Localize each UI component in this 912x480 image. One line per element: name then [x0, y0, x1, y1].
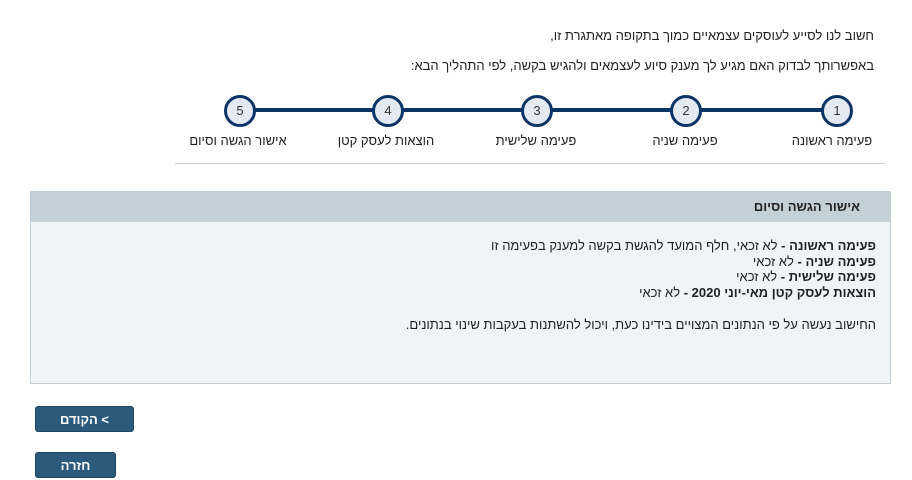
progress-stepper: 1 2 3 4 5 פעימה ראשונה פעימה שניה פעימה …	[0, 0, 912, 170]
result-value: לא זכאי, חלף המועד להגשת בקשה למענק בפעי…	[491, 238, 782, 253]
step-2-circle: 2	[670, 95, 702, 127]
result-label: הוצאות לעסק קטן מאי-יוני 2020 -	[683, 284, 876, 300]
result-value: לא זכאי	[639, 284, 684, 300]
step-2-label: פעימה שניה	[652, 133, 718, 148]
step-3-circle: 3	[521, 95, 553, 127]
summary-panel: אישור הגשה וסיום פעימה ראשונה - לא זכאי,…	[30, 191, 891, 384]
step-5-circle: 5	[224, 95, 256, 127]
result-label: פעימה שניה -	[797, 253, 876, 269]
panel-body: פעימה ראשונה - לא זכאי, חלף המועד להגשת …	[31, 222, 890, 333]
step-3-label: פעימה שלישית	[495, 133, 577, 148]
step-4-circle: 4	[372, 95, 404, 127]
step-1-label: פעימה ראשונה	[791, 133, 873, 148]
back-button[interactable]: חזרה	[35, 452, 116, 478]
intro-line-1: חשוב לנו לסייע לעוסקים עצמאיים כמוך בתקו…	[550, 28, 874, 43]
result-row: פעימה שלישית - לא זכאי	[31, 269, 876, 285]
intro-line-2: באפשרותך לבדוק האם מגיע לך מענק סיוע לעצ…	[410, 58, 874, 73]
panel-title: אישור הגשה וסיום	[31, 192, 890, 222]
result-value: לא זכאי	[752, 253, 798, 269]
result-value: לא זכאי	[736, 269, 781, 284]
result-row: הוצאות לעסק קטן מאי-יוני 2020 - לא זכאי	[31, 285, 876, 301]
result-label: פעימה שלישית -	[780, 269, 876, 284]
step-1-circle: 1	[821, 95, 853, 127]
divider	[175, 163, 885, 164]
step-5-label: אישור הגשה וסיום	[189, 133, 287, 148]
result-label: פעימה ראשונה -	[781, 238, 876, 253]
calculation-note: החישוב נעשה על פי הנתונים המצויים בידינו…	[405, 317, 876, 332]
previous-button[interactable]: > הקודם	[35, 406, 134, 432]
step-4-label: הוצאות לעסק קטן	[337, 133, 435, 148]
result-row: פעימה ראשונה - לא זכאי, חלף המועד להגשת …	[31, 238, 876, 254]
result-row: פעימה שניה - לא זכאי	[31, 254, 876, 270]
